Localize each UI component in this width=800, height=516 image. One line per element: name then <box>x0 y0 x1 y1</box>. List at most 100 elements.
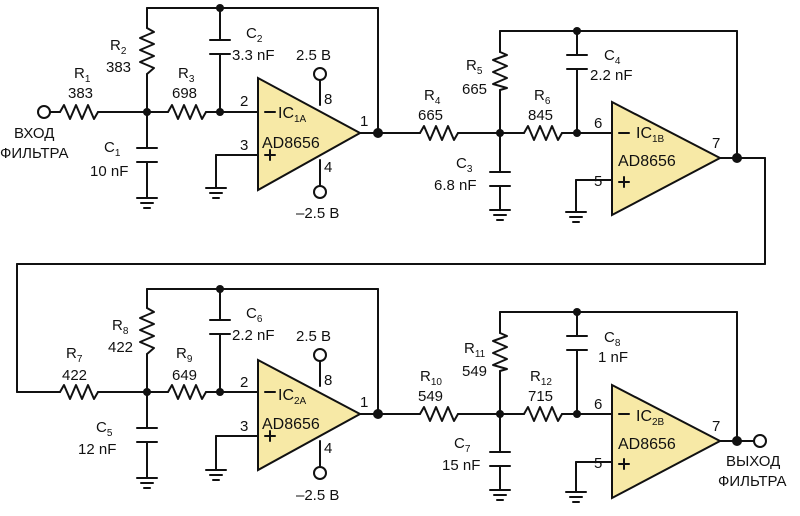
ic1a-pin-vneg: 4 <box>324 159 332 176</box>
r3-value: 698 <box>172 85 197 102</box>
resistor-r1 <box>59 104 99 120</box>
capacitor-c4 <box>566 54 588 70</box>
c3-value: 6.8 nF <box>434 177 477 194</box>
c8-value: 1 nF <box>598 349 628 366</box>
c1-value: 10 nF <box>90 163 128 180</box>
wires-stage3 <box>16 288 421 479</box>
opamp-ic2b <box>611 383 723 500</box>
resistor-r2 <box>139 27 155 75</box>
r2-designator: R2 <box>110 37 127 57</box>
vneg-terminal-ic1a <box>313 185 327 199</box>
ground-ic2a <box>205 469 227 481</box>
ground-ic2b <box>565 491 587 503</box>
r5-value: 665 <box>462 81 487 98</box>
c1-designator: C1 <box>104 139 121 159</box>
ic1a-pin-out: 1 <box>360 113 368 130</box>
r5-designator: R5 <box>466 57 483 77</box>
ic2a-pin-vpos: 8 <box>324 372 332 389</box>
ground-c5 <box>136 477 158 489</box>
ic1a-pin-inv: 2 <box>240 93 248 110</box>
ic2a-vpos-label: 2.5 В <box>296 328 331 345</box>
c6-value: 2.2 nF <box>232 327 275 344</box>
wires-stage2 <box>16 30 766 393</box>
junction-dots <box>143 4 742 446</box>
opamp-ic2a <box>257 358 363 472</box>
ic1a-name: IC1A <box>278 105 307 125</box>
r4-value: 665 <box>418 107 443 124</box>
ground-c3 <box>489 209 511 221</box>
output-label-line2: ФИЛЬТРА <box>718 473 787 490</box>
ic2a-pin-noninv: 3 <box>240 418 248 435</box>
capacitor-c3 <box>489 171 511 187</box>
resistor-r11 <box>492 332 508 372</box>
vneg-terminal-ic2a <box>313 466 327 480</box>
r10-value: 549 <box>418 388 443 405</box>
opamp-ic1b <box>611 100 723 217</box>
capacitor-c1 <box>136 147 158 163</box>
r8-value: 422 <box>108 339 133 356</box>
vpos-terminal-ic1a <box>313 67 327 81</box>
ground-ic1b <box>565 211 587 223</box>
ic1a-vneg-label: –2.5 В <box>296 205 339 222</box>
ic2b-pin-inv: 6 <box>594 396 602 413</box>
ic2a-pin-vneg: 4 <box>324 440 332 457</box>
c2-value: 3.3 nF <box>232 47 275 64</box>
resistor-r12 <box>523 406 563 422</box>
r1-designator: R1 <box>74 65 91 85</box>
ic2a-vneg-label: –2.5 В <box>296 487 339 504</box>
resistor-r4 <box>419 125 459 141</box>
c2-designator: C2 <box>246 25 263 45</box>
r9-designator: R9 <box>176 345 193 365</box>
ic2b-pin-out: 7 <box>712 418 720 435</box>
ic1b-pin-out: 7 <box>712 135 720 152</box>
output-label-line1: ВЫХОД <box>726 453 780 470</box>
resistor-r8 <box>139 307 155 355</box>
output-terminal <box>753 434 767 448</box>
r12-value: 715 <box>528 388 553 405</box>
c7-designator: C7 <box>454 435 471 455</box>
r7-value: 422 <box>62 367 87 384</box>
resistor-r5 <box>492 51 508 91</box>
resistor-r10 <box>419 406 459 422</box>
ic1b-name: IC1B <box>636 125 665 145</box>
ic1b-pin-inv: 6 <box>594 115 602 132</box>
ic2b-pin-noninv: 5 <box>594 455 602 472</box>
ground-c7 <box>489 489 511 501</box>
opamp-signs <box>264 111 630 470</box>
ic2b-name: IC2B <box>636 408 665 428</box>
r9-value: 649 <box>172 367 197 384</box>
r11-value: 549 <box>462 363 487 380</box>
ic1a-pin-noninv: 3 <box>240 137 248 154</box>
capacitor-c6 <box>209 319 231 335</box>
ic2a-name: IC2A <box>278 387 307 407</box>
r4-designator: R4 <box>424 87 441 107</box>
c5-designator: C5 <box>96 419 113 439</box>
input-label-line2: ФИЛЬТРА <box>0 145 69 162</box>
ic2a-part: AD8656 <box>262 416 320 433</box>
input-terminal <box>37 105 51 119</box>
resistor-r9 <box>167 384 207 400</box>
ic1b-part: AD8656 <box>618 153 676 170</box>
r3-designator: R3 <box>178 65 195 85</box>
r11-designator: R11 <box>464 340 486 360</box>
ic2a-pin-inv: 2 <box>240 374 248 391</box>
capacitor-c8 <box>566 335 588 351</box>
r6-designator: R6 <box>534 87 551 107</box>
r1-value: 383 <box>68 85 93 102</box>
r6-value: 845 <box>528 107 553 124</box>
r12-designator: R12 <box>530 368 552 388</box>
c8-designator: C8 <box>604 329 621 349</box>
ic2b-part: AD8656 <box>618 436 676 453</box>
c7-value: 15 nF <box>442 457 480 474</box>
capacitor-c5 <box>136 427 158 443</box>
ic1a-vpos-label: 2.5 В <box>296 47 331 64</box>
resistor-r6 <box>523 125 563 141</box>
c6-designator: C6 <box>246 305 263 325</box>
ic1a-pin-vpos: 8 <box>324 91 332 108</box>
capacitor-c2 <box>209 39 231 55</box>
vpos-terminal-ic2a <box>313 348 327 362</box>
r8-designator: R8 <box>112 317 129 337</box>
c5-value: 12 nF <box>78 441 116 458</box>
